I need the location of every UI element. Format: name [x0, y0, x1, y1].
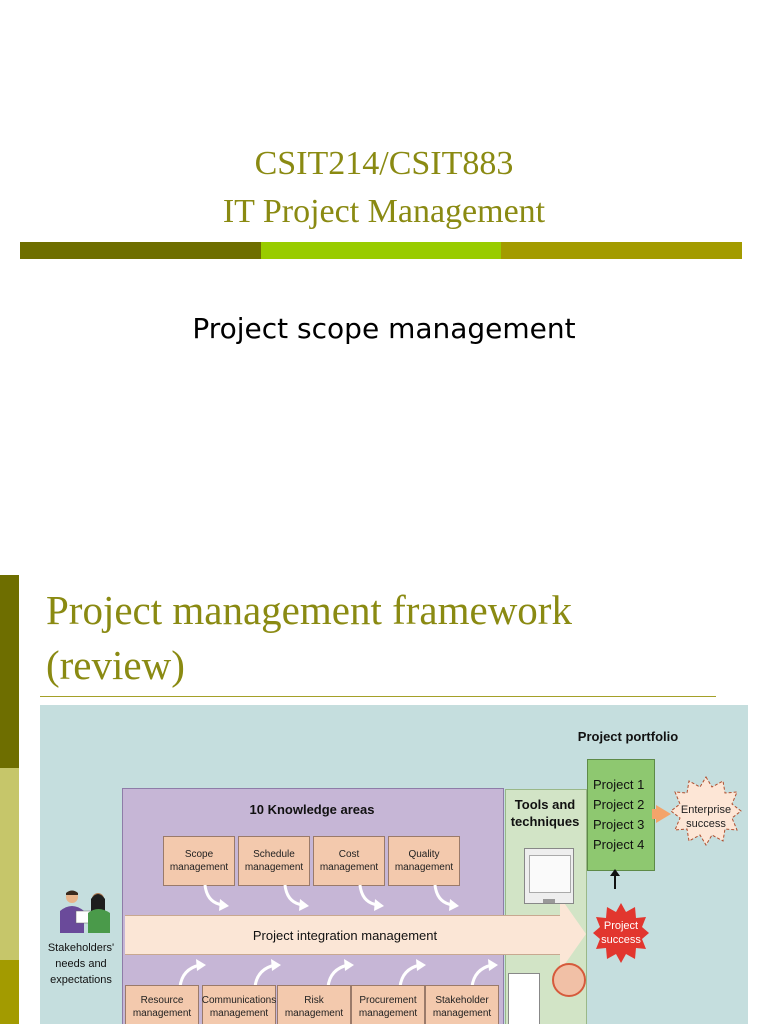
- side-bar-segment-2: [0, 768, 19, 960]
- project-success-burst: [593, 903, 649, 963]
- course-title: CSIT214/CSIT883 IT Project Management: [0, 140, 768, 235]
- project-3-label: Project 3: [593, 817, 645, 832]
- arrow-to-enterprise-tail: [652, 809, 658, 819]
- bottom-curved-arrows: [178, 959, 498, 988]
- divider-segment-1: [20, 242, 261, 259]
- slide-title: Project management framework (review): [46, 583, 746, 693]
- clock-icon: [552, 963, 586, 997]
- course-code: CSIT214/CSIT883: [254, 145, 514, 182]
- risk-management-box: Risk management: [277, 985, 351, 1024]
- stakeholders-icon: [60, 890, 110, 933]
- integration-arrow-head: [560, 897, 586, 971]
- up-arrow-head: [610, 869, 620, 876]
- slide-title-line-2: (review): [46, 642, 185, 688]
- title-slide: CSIT214/CSIT883 IT Project Management Pr…: [0, 140, 768, 345]
- project-success-label: Project success: [601, 920, 641, 946]
- side-accent-bar: [0, 575, 19, 1024]
- project-1-label: Project 1: [593, 777, 645, 792]
- side-bar-segment-1: [0, 575, 19, 768]
- project-portfolio-stack: [587, 759, 655, 871]
- project-2-label: Project 2: [593, 797, 645, 812]
- title-divider-bar: [20, 242, 743, 259]
- course-name: IT Project Management: [222, 192, 546, 230]
- enterprise-success-burst: [670, 776, 742, 846]
- communications-management-box: Communications management: [202, 985, 276, 1024]
- stakeholder-management-box: Stakeholder management: [425, 985, 499, 1024]
- side-bar-segment-3: [0, 960, 19, 1024]
- knowledge-areas-title: 10 Knowledge areas: [249, 802, 375, 817]
- project-portfolio-label: Project portfolio: [577, 729, 679, 744]
- computer-icon: [524, 848, 574, 904]
- divider-segment-2: [260, 242, 502, 259]
- title-underline: [40, 696, 716, 697]
- framework-figure: Project portfolio 10 Knowledge areas Too…: [40, 705, 748, 1024]
- enterprise-success-label: Enterprise success: [680, 804, 732, 830]
- slide-subtitle: Project scope management: [192, 312, 576, 345]
- scope-management-box: Scope management: [163, 836, 235, 886]
- arrow-to-enterprise: [656, 805, 671, 823]
- resource-management-box: Resource management: [125, 985, 199, 1024]
- project-4-label: Project 4: [593, 837, 645, 852]
- top-curved-arrows: [203, 884, 459, 911]
- quality-management-box: Quality management: [388, 836, 460, 886]
- integration-arrow: Project integration management: [125, 915, 565, 955]
- divider-segment-3: [501, 242, 743, 259]
- knowledge-areas-panel: [122, 788, 504, 1024]
- up-arrow: [614, 873, 616, 889]
- slide-title-line-1: Project management framework: [46, 587, 572, 633]
- stakeholders-label: Stakeholders' needs and expectations: [47, 942, 115, 986]
- tools-title: Tools and techniques: [510, 797, 580, 829]
- schedule-management-box: Schedule management: [238, 836, 310, 886]
- procurement-management-box: Procurement management: [351, 985, 425, 1024]
- cost-management-box: Cost management: [313, 836, 385, 886]
- checklist-icon: [508, 973, 540, 1024]
- framework-slide: Project management framework (review) Pr…: [0, 575, 768, 1024]
